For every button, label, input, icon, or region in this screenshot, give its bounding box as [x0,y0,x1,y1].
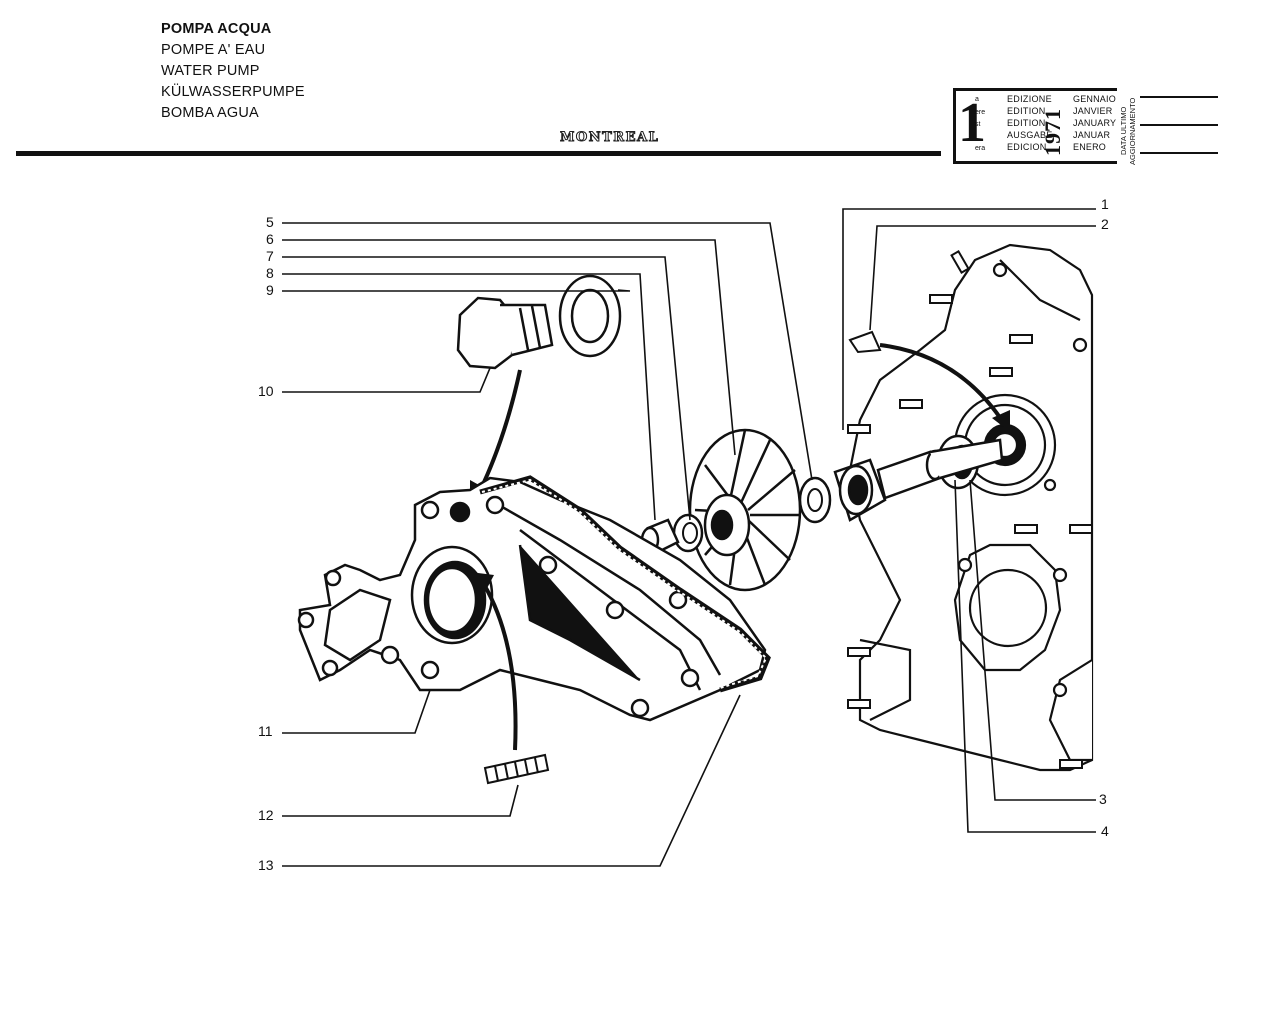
pump-gasket [479,475,771,693]
title-italian: POMPA ACQUA [161,21,272,37]
title-german: KÜLWASSERPUMPE [161,84,305,100]
title-english: WATER PUMP [161,63,260,79]
callout-11: 11 [258,723,273,739]
callout-9: 9 [266,282,274,298]
arrow-head [992,410,1010,432]
callout-4: 4 [1101,823,1109,839]
arrow-head [470,572,494,594]
edition-month: JANUARY [1073,118,1117,128]
callout-7: 7 [266,248,274,264]
impeller [688,428,802,592]
model-logo: MONTREAL [559,130,660,146]
header-rule [16,151,941,156]
bearing-shaft [876,438,1004,500]
callout-13: 13 [258,857,274,873]
title-french: POMPE A' EAU [161,42,266,58]
callout-2: 2 [1101,216,1109,232]
pump-seal [833,458,887,522]
title-block: POMPA ACQUA POMPE A' EAU WATER PUMP KÜLW… [161,19,305,124]
edition-label: EDICION [1007,142,1047,152]
callout-8: 8 [266,265,274,281]
edition-label: EDITION [1007,118,1046,128]
callout-10: 10 [258,383,274,399]
edition-label: AUSGABE [1007,130,1053,140]
stud [483,753,550,785]
callout-12: 12 [258,807,274,823]
callout-5: 5 [266,214,274,230]
edition-label: EDIZIONE [1007,94,1052,104]
assembly-arrow [879,343,1007,427]
edition-box: 1 a ere st . era EDIZIONE EDITION EDITIO… [953,88,1117,164]
pump-housing [297,476,767,722]
impeller-washer-hole [682,522,698,544]
sealing-washer [558,274,622,358]
edition-label: EDITION [1007,106,1046,116]
washer-hole [807,488,823,512]
engine-front-cover [848,243,1094,772]
edition-suffix: . [975,133,977,140]
title-spanish: BOMBA AGUA [161,105,259,121]
edition-month: ENERO [1073,142,1107,152]
edition-month: JANUAR [1073,130,1111,140]
edition-month: JANVIER [1073,106,1113,116]
engine-studs [847,249,1093,769]
plug-arrow [476,369,522,496]
edition-suffix: ere [975,109,986,116]
drain-plug [456,296,554,370]
edition-suffix: era [975,145,986,152]
stud-arrow [478,576,518,751]
shaft-key [848,330,882,354]
callout-1: 1 [1101,196,1109,212]
callout-6: 6 [266,231,274,247]
callout-3: 3 [1099,791,1107,807]
edition-suffix: st [975,121,981,128]
edition-suffix: a [975,96,979,103]
edition-month: GENNAIO [1073,94,1116,104]
edition-number: 1 [958,92,986,154]
leader-lines [282,208,1096,867]
